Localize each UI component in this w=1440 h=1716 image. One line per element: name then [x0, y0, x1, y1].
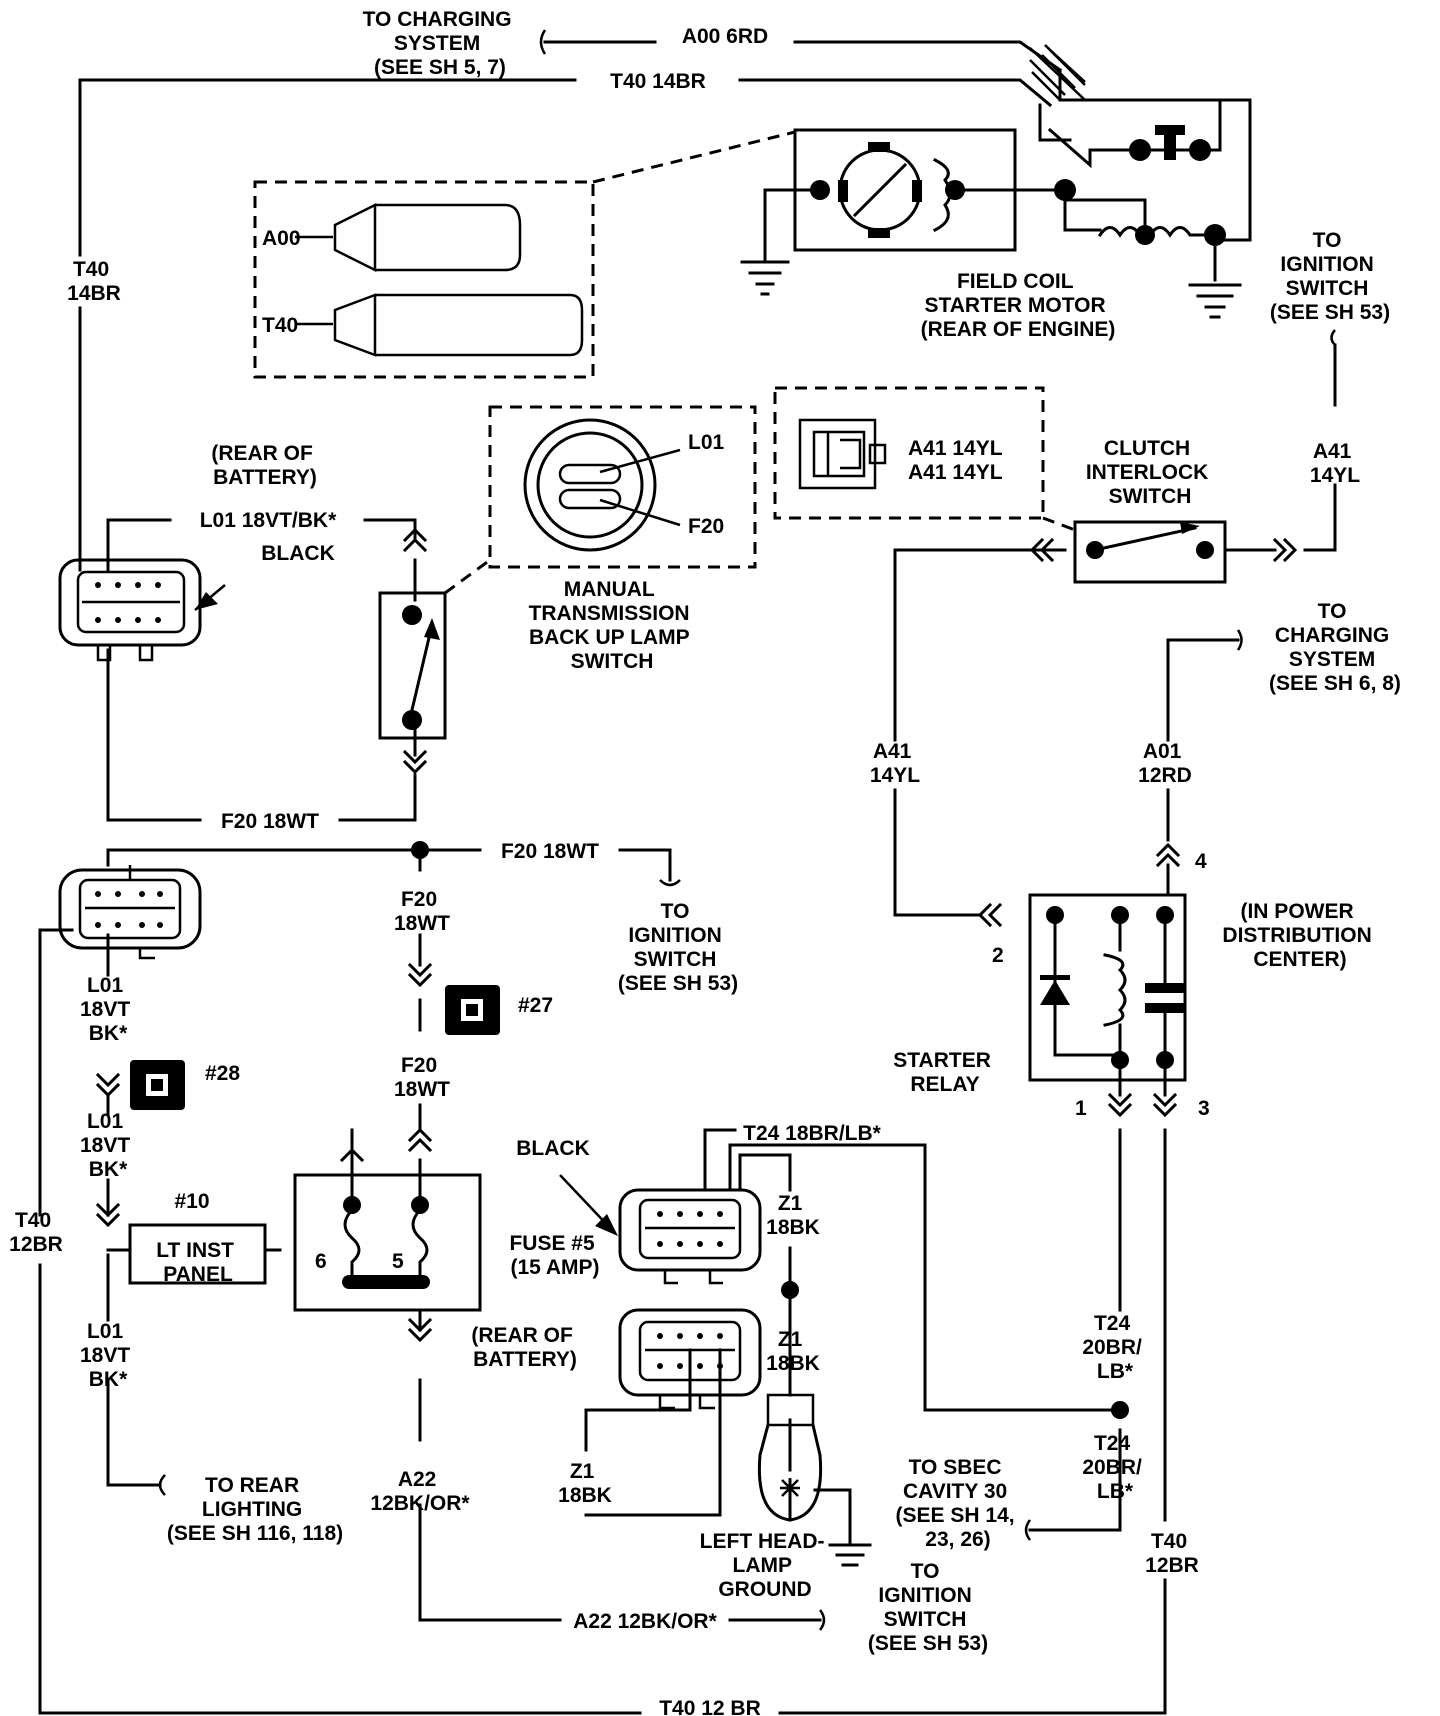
l01-wire-label: L01 18VT/BK*	[200, 509, 337, 532]
t24-label-2: T24 20BR/ LB*	[1082, 1432, 1147, 1503]
cable-splice	[1029, 44, 1086, 101]
clutch-interlock-switch	[1073, 520, 1227, 584]
black-label-2: BLACK	[516, 1137, 590, 1160]
a00-wire-label: A00 6RD	[682, 25, 768, 48]
t40-terminal-label: T40	[262, 314, 298, 337]
clutch-connector-detail	[773, 386, 1076, 532]
headlamp-ground-eyelet	[757, 1393, 872, 1567]
to-rear-lighting: TO REAR LIGHTING (SEE SH 116, 118)	[167, 1474, 343, 1545]
z1-label-2: Z1 18BK	[766, 1328, 820, 1375]
ground-symbol	[740, 256, 790, 296]
fuse5-label: FUSE #5 (15 AMP)	[509, 1232, 600, 1279]
relay-pin-4: 4	[1195, 850, 1207, 873]
a41-label-a: A41 14YL	[908, 437, 1003, 460]
z1-label-1: Z1 18BK	[766, 1192, 820, 1239]
lt-inst-panel-label: LT INST PANEL	[156, 1239, 240, 1286]
starter-relay	[1028, 893, 1187, 1082]
left-headlamp-ground-label: LEFT HEAD- LAMP GROUND	[700, 1530, 831, 1601]
ref-10-label: #10	[174, 1190, 209, 1213]
field-coil-caption: FIELD COIL STARTER MOTOR (REAR OF ENGINE…	[921, 270, 1116, 341]
black-label-1: BLACK	[261, 542, 335, 565]
to-ignition-mid: TO IGNITION SWITCH (SEE SH 53)	[618, 900, 738, 995]
wires	[38, 40, 1337, 1715]
clutch-caption: CLUTCH INTERLOCK SWITCH	[1086, 437, 1214, 508]
fuse5-connector	[559, 1174, 762, 1285]
relay-pin-2: 2	[992, 944, 1004, 967]
fuse-block	[293, 1173, 482, 1312]
to-charging-system-top: TO CHARGING SYSTEM (SEE SH 5, 7)	[363, 8, 518, 79]
fuse-pin-6: 6	[315, 1250, 327, 1273]
switch-detail-box	[488, 405, 757, 569]
a41-label-mid: A41 14YL	[870, 740, 920, 787]
f20-wire-label-v1: F20 18WT	[394, 888, 450, 935]
to-ignition-top-right: TO IGNITION SWITCH (SEE SH 53)	[1270, 229, 1390, 324]
t24-wire-label: T24 18BR/LB*	[743, 1122, 882, 1145]
t40-label-right-12br: T40 12BR	[1145, 1530, 1199, 1577]
f20-wire-label-v2: F20 18WT	[394, 1054, 450, 1101]
instrument-connector	[58, 865, 202, 960]
labels: TO CHARGING SYSTEM (SEE SH 5, 7) A00 6RD…	[9, 8, 1401, 1716]
a41-label-b: A41 14YL	[908, 461, 1003, 484]
location-ref-28	[130, 1060, 185, 1110]
starter-relay-caption: STARTER RELAY	[893, 1049, 996, 1096]
location-ref-28-label: #28	[205, 1062, 240, 1085]
battery-connector	[618, 1308, 762, 1410]
l01-label-1: L01 18VT BK*	[80, 974, 136, 1045]
l01-pin-label: L01	[688, 431, 725, 454]
starter-motor-cutout	[253, 130, 796, 379]
location-ref-27-label: #27	[518, 994, 553, 1017]
splice-dots	[411, 841, 1129, 1419]
relay-pin-3: 3	[1198, 1097, 1210, 1120]
t40-label-bottom: T40 12 BR	[659, 1697, 761, 1716]
to-sbec: TO SBEC CAVITY 30 (SEE SH 14, 23, 26)	[896, 1456, 1021, 1551]
t24-label-1: T24 20BR/ LB*	[1082, 1312, 1147, 1383]
rear-of-battery-1: (REAR OF BATTERY)	[211, 442, 318, 489]
f20-wire-label-1: F20 18WT	[221, 810, 319, 833]
a41-label-right: A41 14YL	[1310, 440, 1360, 487]
relay-pin-1: 1	[1075, 1097, 1087, 1120]
f20-wire-label-2: F20 18WT	[501, 840, 599, 863]
to-ignition-bottom: TO IGNITION SWITCH (SEE SH 53)	[868, 1560, 988, 1655]
f20-pin-label: F20	[688, 515, 724, 538]
backup-lamp-switch	[378, 558, 491, 740]
in-pdc-caption: (IN POWER DISTRIBUTION CENTER)	[1222, 900, 1377, 971]
t40-wire-label-top: T40 14BR	[610, 70, 706, 93]
l01-label-3: L01 18VT BK*	[80, 1320, 136, 1391]
rear-of-battery-2: (REAR OF BATTERY)	[471, 1324, 578, 1371]
ground-symbol	[1188, 283, 1242, 319]
a22-label-v: A22 12BK/OR*	[370, 1468, 470, 1515]
z1-label-3: Z1 18BK	[558, 1460, 612, 1507]
lt-inst-panel-box	[128, 1223, 267, 1285]
backup-lamp-connector	[58, 558, 226, 662]
fuse-pin-5: 5	[392, 1250, 404, 1273]
manual-trans-caption: MANUAL TRANSMISSION BACK UP LAMP SWITCH	[529, 578, 696, 673]
to-charging-system-right: TO CHARGING SYSTEM (SEE SH 6, 8)	[1269, 600, 1401, 695]
l01-label-2: L01 18VT BK*	[80, 1110, 136, 1181]
starter-solenoid	[763, 125, 1226, 282]
location-ref-27	[445, 985, 500, 1035]
a01-label: A01 12RD	[1138, 740, 1192, 787]
wire-breaks	[158, 29, 1336, 1631]
t40-label-left-12br: T40 12BR	[9, 1209, 63, 1256]
connector-chevrons	[95, 527, 1298, 1343]
a22-label-h: A22 12BK/OR*	[573, 1610, 717, 1633]
a00-terminal-label: A00	[262, 227, 301, 250]
t40-wire-label-left: T40 14BR	[67, 258, 121, 305]
